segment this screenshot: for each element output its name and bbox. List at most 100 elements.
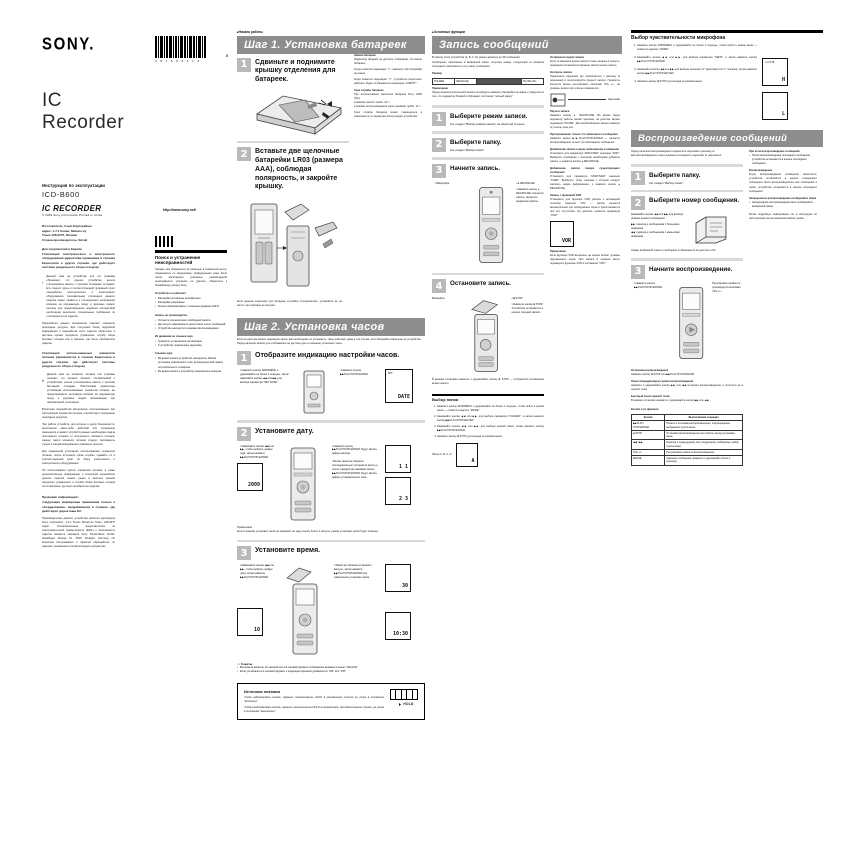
lcd-display: VOR <box>550 221 574 247</box>
notice-title: Источник питания <box>244 689 280 695</box>
lcd-big-text: 10 <box>253 626 260 633</box>
playback-step2-figure: Нажимайте кнопки ◀◀ или ▶▶ для выбора но… <box>631 213 743 247</box>
table-cell: Регулировка громкости воспроизведения <box>664 448 743 457</box>
device-figure-small <box>303 370 325 414</box>
step-number: 2 <box>237 426 251 441</box>
list-item: Кнопки заблокированы с помощью функции H… <box>155 305 227 309</box>
battery-indicator-row-2: Когда появится индикация "□", устройство… <box>354 77 422 85</box>
step-divider <box>432 131 544 134</box>
folder-title: Выбор папки <box>432 396 459 402</box>
list-item: Нажимайте кнопки ◀◀ или ▶▶ для выбора па… <box>437 415 544 423</box>
recording-intro-1: В памяти этого устройства (А, В, С, D) м… <box>432 55 521 59</box>
url-text: http://www.sony.net/ <box>163 208 196 212</box>
lcd-small-text: \u2736 <box>765 61 775 64</box>
recording-figure: Микрофон ● REC/PAUSE Нажмите кнопку ● R <box>432 182 544 268</box>
lcd-display: 30 <box>385 564 411 593</box>
column-recording: ▸Основные функции Запись сообщений В пам… <box>431 30 622 467</box>
clock-step-1: 1 Отобразите индикацию настройки часов. <box>237 351 425 366</box>
list-item: Достигнуто максимально допустимое число … <box>155 323 227 327</box>
column-getting-started: ▸Начало работы Шаг 1. Установка батареек… <box>237 30 425 720</box>
table-cell: Начало и остановка воспроизведения, подт… <box>664 420 743 431</box>
weee-note: Данный знак на устройстве или его упаков… <box>46 274 115 318</box>
playback-step-2: 2 Выберите номер сообщения. <box>631 196 743 211</box>
section-header-recording: Запись сообщений <box>432 35 622 54</box>
battery-replace-text: Индикатор батарей на дисплее отображает … <box>354 57 422 65</box>
clock-intro-1: Если на дисплее мигает индикация часов, … <box>237 338 422 342</box>
step-number: 3 <box>432 163 446 178</box>
lcd-display: 10:30 <box>385 612 411 641</box>
notice-line-1: Чтобы заблокировать кнопки, сдвиньте пер… <box>244 696 384 704</box>
lcd-display: 1 1 <box>385 444 411 473</box>
url-link[interactable]: http://www.sony.net/ <box>163 198 223 216</box>
fast-search-title: Быстрый поиск нужной точки <box>631 395 670 399</box>
step-number: 1 <box>237 351 251 366</box>
step-text: Вставьте две щелочные батарейки LR03 (ра… <box>255 148 343 191</box>
folder-steps: Нажмите кнопку DISP/MENU и удерживайте е… <box>437 405 544 439</box>
table-row: VOL +/– Регулировка громкости воспроизве… <box>630 448 743 457</box>
vor-note-title: Примечание <box>550 250 566 253</box>
playback-extras: При этом воспроизведение сообщения После… <box>749 150 817 468</box>
lcd-big-text: A <box>471 458 475 464</box>
add-rec-text: Установите для параметра "ADD/OVER" знач… <box>550 151 620 163</box>
list-item: Остается слишком мало свободной памяти. <box>155 319 227 323</box>
cover-model-block: Инструкция по эксплуатации ICD-B600 IC R… <box>42 183 152 217</box>
lid-caption: Если крышка отделения для батареек случа… <box>237 300 342 308</box>
clock-step2-note: Примечание Если в режиме установки часов… <box>237 525 379 533</box>
step-number: 4 <box>432 279 446 294</box>
eu-importer-body: Производителем данного устройства являет… <box>42 516 115 548</box>
step-divider <box>631 189 743 193</box>
battery-note: Данный знак на элементе питания или упак… <box>46 372 115 404</box>
legal-block: Изготовитель: Сони Корпорейшн адрес: 1-7… <box>42 224 115 549</box>
playback-step-1: 1 Выберите папку. См. раздел "Выбор папк… <box>631 170 743 185</box>
section-header-playback: Воспроизведение сообщений <box>631 130 823 147</box>
clock-step2-figures: Нажимайте кнопки ◀◀ или ▶▶, чтобы выбрат… <box>237 444 425 523</box>
monitor-title: Контроль записи <box>550 70 572 74</box>
col3-kicker: ▸Основные функции <box>432 30 465 34</box>
barcode-digits: 4 9 7 9 5 2 1 1 3 <box>155 59 201 63</box>
troubleshoot-sub-2: Запись не производится. <box>155 313 188 317</box>
step-text: Выберите папку. <box>450 138 502 146</box>
folder-rule <box>432 394 544 396</box>
step-divider <box>432 272 544 276</box>
remaining-time-text: Если оставшееся время записи станет мень… <box>550 59 620 67</box>
playback-intro-1: Перед началом воспроизведения подключите… <box>631 150 716 153</box>
step-number: 3 <box>237 546 251 561</box>
lcd-display: 2009 <box>237 463 263 492</box>
mic-steps-row: Нажмите кнопку DISP/MENU и удерживайте е… <box>631 44 823 120</box>
table-cell: VOL +/– <box>630 448 666 457</box>
step-number: 2 <box>432 137 446 152</box>
step-number: 2 <box>631 196 645 211</box>
step-text: Начните запись. <box>450 164 501 172</box>
hold-switch-figure: HOLD <box>390 689 418 714</box>
section-header-step2: Шаг 2. Установка часов <box>237 318 425 337</box>
battery-life-note: Срок службы батареек может сокращаться в… <box>354 110 422 118</box>
callout-text: Нажмите кнопку ▶▶PLAY/STOP•ENTER. Будут … <box>329 445 381 457</box>
notice-line-2: Чтобы разблокировать кнопки, сдвиньте пе… <box>244 705 384 713</box>
folder-caption-row: Папки A, B, C, D A <box>432 443 544 467</box>
battery-life-title: Срок службы батареек <box>354 88 384 92</box>
step-number: 1 <box>631 170 645 185</box>
lcd-display: SET DATE <box>385 369 413 404</box>
overwrite-text: Установите для параметра "ADD/OVER" знач… <box>550 174 620 190</box>
callout-text: Нажимайте кнопки ◀◀ или ▶▶ для выбора но… <box>631 213 683 221</box>
callout-text: Нажмите кнопку ▶▶PLAY/STOP•ENTER. <box>337 369 381 377</box>
list-item: Нажмите кнопку ■ STOP для выхода из режи… <box>437 435 544 439</box>
list-item: Нажимайте кнопки ◀◀ или ▶▶ для выбора ну… <box>437 425 544 433</box>
playback-extra-title-3: Непрерывное воспроизведение сообщений в … <box>749 196 817 200</box>
step-subtext: См. раздел "Выбор папки". <box>649 180 684 185</box>
model-number: ICD-B600 <box>42 190 80 199</box>
list-item: Если установлен 12-часовой формат, к инд… <box>237 670 425 674</box>
step-divider <box>237 539 425 543</box>
step-2: 2 Вставьте две щелочные батарейки LR03 (… <box>237 147 349 192</box>
copyright-line: © 2009 Sony Corporation Printed in China <box>42 213 103 217</box>
step-text: Установите время. <box>255 547 321 555</box>
step-text: Выберите номер сообщения. <box>649 197 740 205</box>
battery-note-5: Об использовании прочих элементов питани… <box>42 469 115 489</box>
col2-kicker: ▸Начало работы <box>237 30 263 34</box>
table-row: ■ STOP Остановка воспроизведения или зап… <box>630 429 743 441</box>
battery-note-3: При работе устройств, для которых в целя… <box>42 422 115 447</box>
mic-lcds: \u2736 H L <box>762 44 788 120</box>
playback-extra-text-2: Когда воспроизведение сообщения закончит… <box>749 173 817 193</box>
step-number: 3 <box>631 264 645 279</box>
battery-life-text: При использовании щелочных батареек Sony… <box>354 92 422 108</box>
